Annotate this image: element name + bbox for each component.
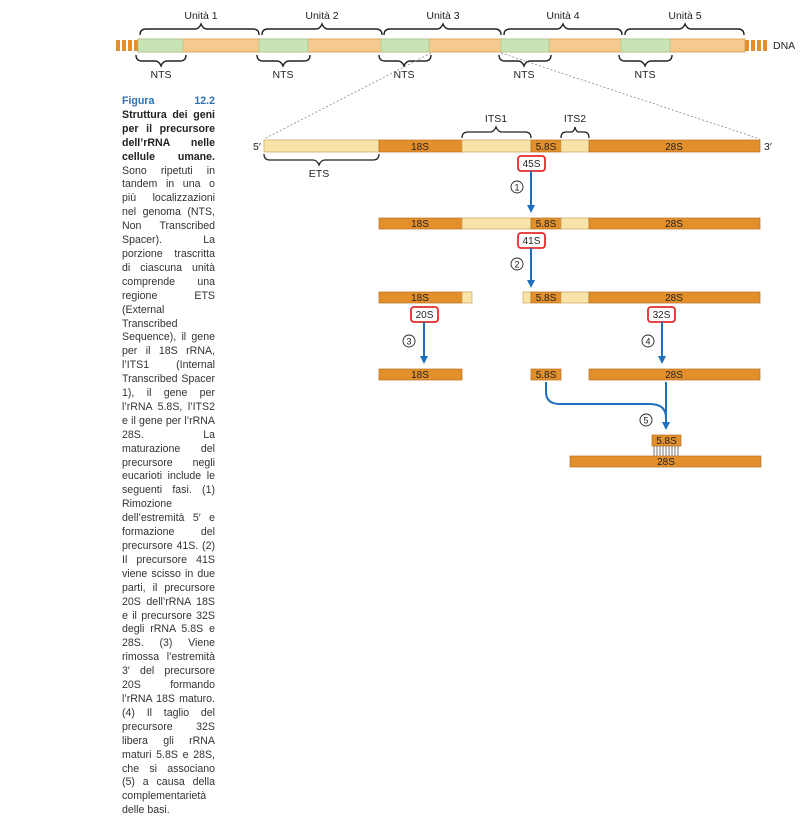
step-badge-4: 4 — [641, 334, 655, 348]
its2-label: ITS2 — [564, 113, 586, 125]
unit-label-4: Unità 4 — [546, 10, 579, 22]
row41-its2 — [560, 217, 590, 230]
unit-label-3: Unità 3 — [426, 10, 459, 22]
step-badge-2: 2 — [510, 257, 524, 271]
nts-label-1: NTS — [151, 69, 172, 81]
row32-28s — [588, 291, 761, 304]
its2-brace — [560, 126, 590, 139]
unit-label-1: Unità 1 — [184, 10, 217, 22]
caption-body: Sono ripetuti in tandem in una o più loc… — [122, 164, 215, 817]
complex-28s — [569, 455, 762, 468]
row41-label-5-8s: 5.8S — [536, 219, 557, 230]
row20-label-18s: 18S — [411, 293, 429, 304]
nts-label-2: NTS — [273, 69, 294, 81]
dna-left-dashes — [116, 40, 138, 51]
caption-figure-number: Figura 12.2 — [122, 95, 215, 107]
rrna-processing-diagram: DNA Unità 1 Unità 2 Unità 3 Unità 4 Unit… — [116, 10, 795, 468]
ets-label: ETS — [309, 168, 329, 180]
unit-braces — [139, 22, 745, 36]
complex-label-5-8s: 5.8S — [656, 436, 677, 447]
callout-32s-label: 32S — [653, 310, 671, 321]
callout-20s: 20S — [410, 306, 439, 323]
mature-rrna-row: 18S 5.8S 28S — [378, 368, 761, 381]
five-prime-label: 5′ — [253, 141, 261, 153]
row41-label-18s: 18S — [411, 219, 429, 230]
mature-label-28s: 28S — [665, 370, 683, 381]
dna-right-dashes — [745, 40, 767, 51]
step-badge-5: 5 — [639, 413, 653, 427]
complex-5-8s — [651, 434, 682, 447]
its1-brace — [461, 125, 532, 139]
mature-label-5-8s: 5.8S — [536, 370, 557, 381]
label-18s: 18S — [411, 142, 429, 153]
nts-label-4: NTS — [514, 69, 535, 81]
nts-label-3: NTS — [394, 69, 415, 81]
mature-5-8s — [530, 368, 562, 381]
svg-text:2: 2 — [514, 260, 519, 270]
step-badge-3: 3 — [402, 334, 416, 348]
nts-label-5: NTS — [635, 69, 656, 81]
ets-segment — [263, 139, 380, 153]
precursors-20s-32s-row: 18S 5.8S 28S — [378, 291, 761, 304]
nts-segment-4 — [500, 38, 550, 53]
svg-text:3: 3 — [406, 337, 411, 347]
callout-41s-label: 41S — [523, 236, 541, 247]
label-28s: 28S — [665, 142, 683, 153]
mature-28s — [588, 368, 761, 381]
its2-segment — [560, 139, 590, 153]
row20-tail — [461, 291, 473, 304]
callout-20s-label: 20S — [416, 310, 434, 321]
nts-segment-3 — [380, 38, 430, 53]
ribosomal-rna-complex: 5.8S 28S — [569, 434, 762, 468]
gene-28s — [588, 139, 761, 153]
row41-label-28s: 28S — [665, 219, 683, 230]
precursor-45s-row: 5′ 3′ 18S 5.8S 28S ITS1 ITS2 ETS — [253, 113, 772, 180]
precursor-41s-row: 18S 5.8S 28S — [378, 217, 761, 230]
mature-label-18s: 18S — [411, 370, 429, 381]
callout-45s-label: 45S — [523, 159, 541, 170]
row32-its2 — [560, 291, 590, 304]
mature-18s — [378, 368, 463, 381]
svg-text:4: 4 — [645, 337, 650, 347]
base-pairing-ticks — [653, 446, 679, 456]
nts-segment-5 — [620, 38, 671, 53]
caption-heading: Struttura dei geni per il precursore del… — [122, 108, 215, 163]
svg-text:1: 1 — [514, 183, 519, 193]
row41-its1 — [461, 217, 532, 230]
unit-label-2: Unità 2 — [305, 10, 338, 22]
row32-label-28s: 28S — [665, 293, 683, 304]
callout-45s: 45S — [517, 155, 546, 172]
nts-segment-1 — [137, 38, 184, 53]
dna-label: DNA — [773, 40, 795, 52]
three-prime-label: 3′ — [764, 141, 772, 153]
unit-label-5: Unità 5 — [668, 10, 701, 22]
its1-segment — [461, 139, 532, 153]
step-badge-1: 1 — [510, 180, 524, 194]
figure-caption: Figura 12.2 Struttura dei geni per il pr… — [122, 95, 215, 818]
dna-tandem-repeat: DNA Unità 1 Unità 2 Unità 3 Unità 4 Unit… — [116, 10, 795, 81]
callout-41s: 41S — [517, 232, 546, 249]
its1-label: ITS1 — [485, 113, 507, 125]
zoom-guide-lines — [263, 52, 761, 140]
complex-label-28s: 28S — [657, 457, 675, 468]
row32-label-5-8s: 5.8S — [536, 293, 557, 304]
row41-28s — [588, 217, 761, 230]
label-5-8s: 5.8S — [536, 142, 557, 153]
svg-text:5: 5 — [643, 416, 648, 426]
callout-32s: 32S — [647, 306, 676, 323]
row32-its1-remnant — [522, 291, 532, 304]
nts-braces — [135, 54, 673, 68]
nts-segment-2 — [258, 38, 309, 53]
ets-brace — [263, 153, 380, 167]
